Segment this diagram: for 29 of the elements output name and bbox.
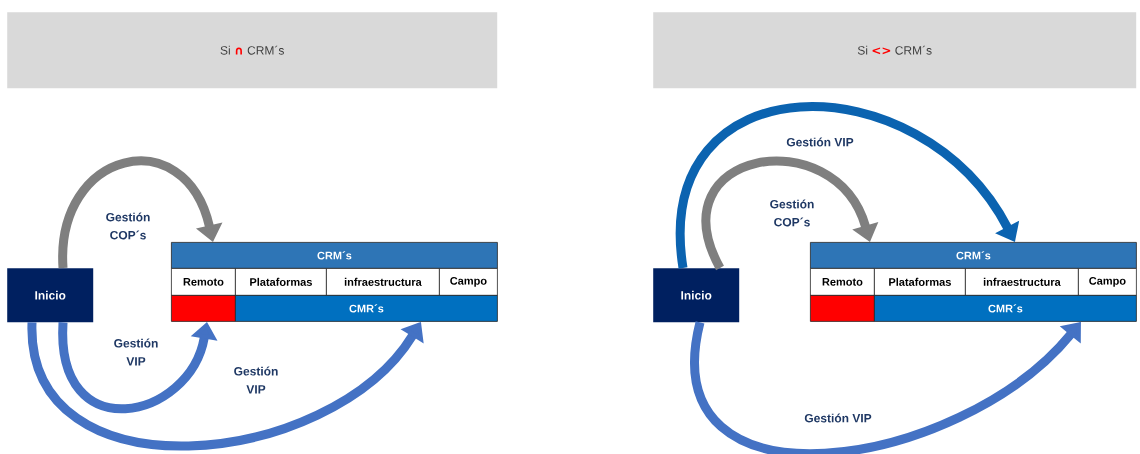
table-cell: Plataformas — [235, 268, 327, 296]
table-cell: Remoto — [810, 268, 875, 296]
table-cell: Plataformas — [874, 268, 966, 296]
edge-label: Gestión COP´s — [770, 199, 814, 227]
edge-label: Gestión COP´s — [106, 212, 150, 240]
edge-label: Gestión VIP — [114, 338, 158, 366]
table-cell: CMR´s — [874, 295, 1137, 322]
table-header: CRM´s — [171, 242, 498, 269]
table-cell: infraestructura — [965, 268, 1079, 296]
start-box: Inicio — [7, 268, 94, 323]
header-band: Si ∩ CRM´s — [7, 12, 498, 89]
header-band: Si <> CRM´s — [653, 12, 1137, 89]
curved-arrow — [27, 321, 424, 451]
table-header: CRM´s — [810, 242, 1137, 269]
edge-label: Gestión VIP — [234, 366, 278, 394]
table-cell: CMR´s — [235, 295, 498, 322]
table-cell — [810, 295, 875, 322]
edge-label: Gestión VIP — [786, 137, 854, 147]
table-cell: Campo — [439, 268, 498, 296]
curved-arrow — [58, 156, 223, 269]
table-cell — [171, 295, 236, 322]
curved-arrow — [701, 156, 879, 270]
start-box: Inicio — [653, 268, 740, 323]
edge-label: Gestión VIP — [804, 413, 872, 423]
curved-arrow — [676, 102, 1020, 269]
curved-arrow — [690, 321, 1081, 454]
table-cell: infraestructura — [326, 268, 440, 296]
table-cell: Remoto — [171, 268, 236, 296]
table-cell: Campo — [1078, 268, 1137, 296]
